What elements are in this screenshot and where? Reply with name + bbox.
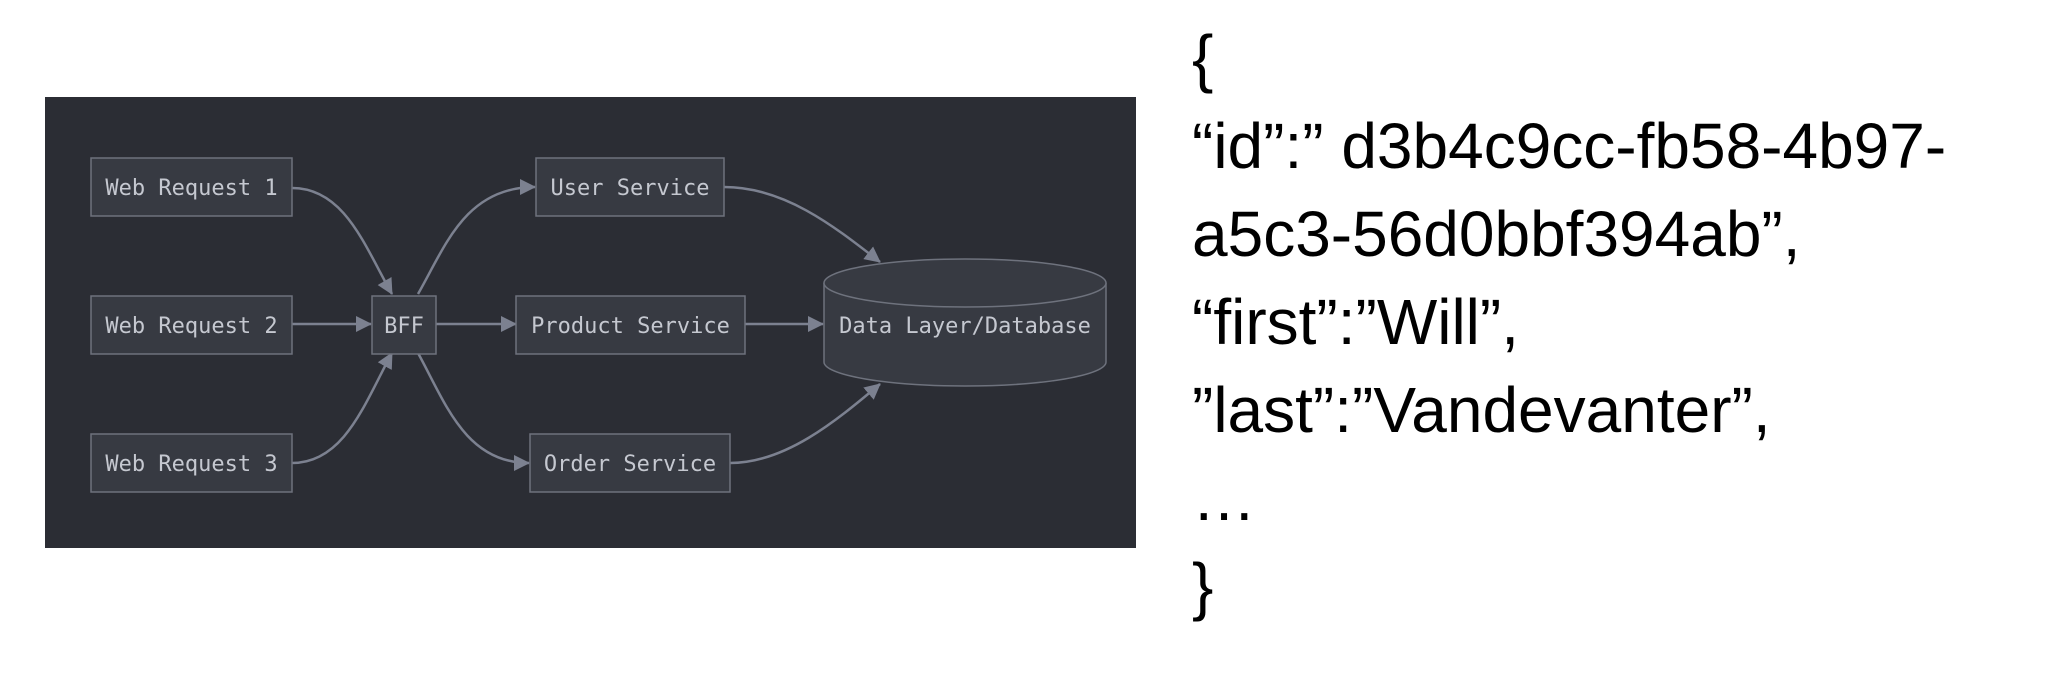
- json-line-close-brace: }: [1192, 550, 1214, 622]
- node-data-layer-label: Data Layer/Database: [839, 314, 1091, 339]
- node-data-layer-database: Data Layer/Database: [823, 258, 1107, 387]
- node-user-service-label: User Service: [551, 176, 710, 201]
- node-product-service-label: Product Service: [531, 314, 730, 339]
- node-user-service: User Service: [535, 157, 725, 217]
- node-web-request-2: Web Request 2: [90, 295, 293, 355]
- edge-bff-to-order-service: [416, 352, 530, 471]
- json-line-ellipsis: …: [1192, 462, 1256, 534]
- json-line-id: “id”:” d3b4c9cc-fb58-4b97-: [1192, 110, 1947, 182]
- node-bff: BFF: [371, 295, 437, 355]
- json-line-first: “first”:”Will”,: [1192, 286, 1519, 358]
- edge-web-request-3-to-bff: [291, 352, 394, 465]
- node-web-request-3-label: Web Request 3: [105, 452, 277, 477]
- node-web-request-1-label: Web Request 1: [105, 176, 277, 201]
- node-order-service-label: Order Service: [544, 452, 716, 477]
- edge-order-service-to-data-layer: [729, 383, 881, 465]
- node-order-service: Order Service: [529, 433, 731, 493]
- architecture-diagram: Web Request 1 Web Request 2 Web Request …: [45, 97, 1136, 548]
- json-record-example: { “id”:” d3b4c9cc-fb58-4b97- a5c3-56d0bb…: [1192, 14, 2042, 630]
- edge-bff-to-user-service: [416, 179, 536, 295]
- json-line-last: ”last”:”Vandevanter”,: [1192, 374, 1771, 446]
- node-web-request-1: Web Request 1: [90, 157, 293, 217]
- json-line-id-continued: a5c3-56d0bbf394ab”,: [1192, 198, 1801, 270]
- edge-web-request-1-to-bff: [291, 186, 394, 295]
- edge-user-service-to-data-layer: [723, 185, 881, 263]
- node-web-request-2-label: Web Request 2: [105, 314, 277, 339]
- node-web-request-3: Web Request 3: [90, 433, 293, 493]
- node-bff-label: BFF: [384, 314, 424, 339]
- node-product-service: Product Service: [515, 295, 746, 355]
- json-line-open-brace: {: [1192, 22, 1214, 94]
